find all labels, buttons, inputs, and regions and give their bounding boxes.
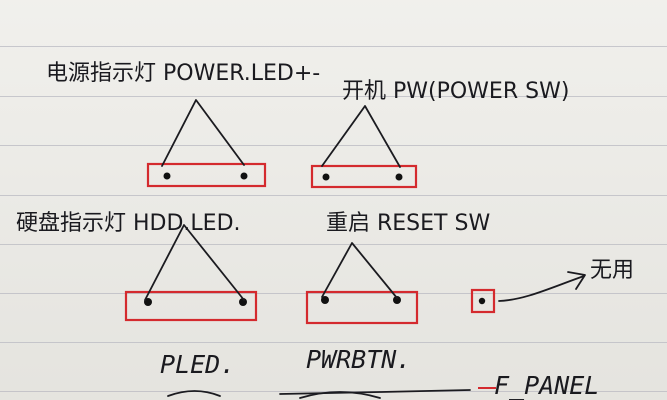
- wire-triangle: [144, 224, 245, 301]
- wire-triangle: [321, 105, 401, 168]
- pin-dot: [240, 172, 248, 180]
- bracket-stroke: [167, 390, 221, 397]
- reset-sw-pins: [305, 242, 419, 325]
- unused-pin: [470, 271, 586, 314]
- pin-dot: [393, 296, 401, 304]
- pin-dot: [322, 173, 330, 181]
- label-power-sw: 开机 PW(POWER SW): [342, 79, 569, 104]
- arrow-line: [498, 275, 585, 302]
- bottom-connector: [167, 387, 496, 399]
- label-no-use: 无用: [590, 258, 634, 283]
- ruled-line: [0, 342, 667, 343]
- bracket-stroke: [299, 391, 381, 399]
- ruled-line: [0, 293, 667, 294]
- wire-triangle: [161, 99, 245, 167]
- label-pled: PLED.: [160, 350, 235, 379]
- pin-frame: [146, 162, 267, 188]
- wire-triangle: [321, 242, 398, 299]
- arrow-head-icon: [567, 271, 586, 290]
- ruled-line: [0, 145, 667, 146]
- label-power-led: 电源指示灯 POWER.LED+-: [46, 61, 320, 86]
- hdd-led-pins: [124, 224, 258, 322]
- label-pwrbtn: PWRBTN.: [306, 345, 411, 374]
- bracket-stroke: [279, 389, 471, 395]
- ruled-line: [0, 46, 667, 47]
- ruled-line: [0, 244, 667, 245]
- label-f-panel: F_PANEL: [494, 371, 599, 400]
- pin-dot: [395, 173, 403, 181]
- label-reset-sw: 重启 RESET SW: [326, 211, 490, 236]
- pin-frame: [310, 164, 418, 189]
- label-hdd-led: 硬盘指示灯 HDD.LED.: [16, 211, 241, 236]
- power-sw-pins: [310, 105, 418, 189]
- ruled-line: [0, 195, 667, 196]
- power-led-pins: [146, 99, 267, 188]
- pin-frame: [124, 290, 258, 322]
- ruled-line: [0, 96, 667, 97]
- pin-frame: [470, 288, 496, 314]
- pin-dot: [321, 296, 329, 304]
- pin-dot: [163, 172, 171, 180]
- pin-dot: [239, 298, 247, 306]
- pin-frame: [305, 290, 419, 325]
- pin-dot: [478, 297, 486, 305]
